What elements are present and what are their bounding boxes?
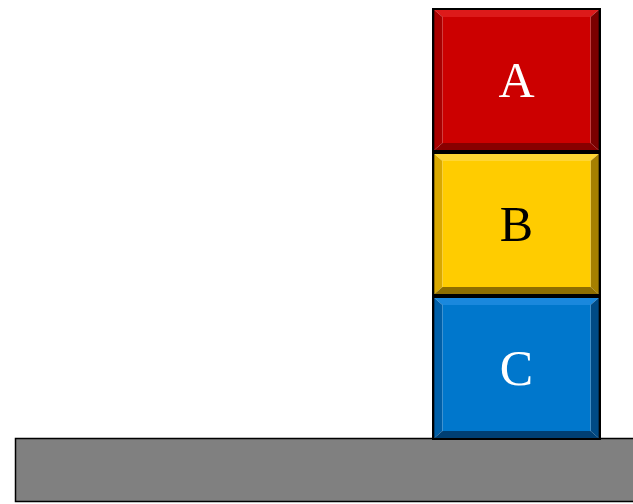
block-letter: A	[432, 8, 601, 152]
toy-block: B	[432, 152, 601, 296]
toy-block: C	[432, 296, 601, 440]
ground-slab	[16, 439, 633, 502]
block-letter: B	[432, 152, 601, 296]
toy-block: A	[432, 8, 601, 152]
block-letter: C	[432, 296, 601, 440]
